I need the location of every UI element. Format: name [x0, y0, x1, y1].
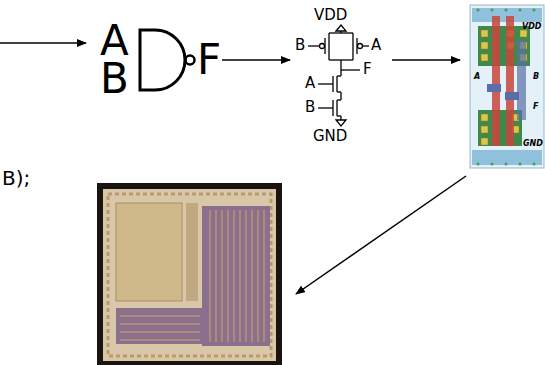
flow-arrow: [0, 42, 86, 44]
signal-name: A: [371, 38, 381, 53]
pin-name: F: [533, 103, 538, 111]
flow-arrow: [296, 176, 466, 294]
pin-name: A: [474, 73, 480, 81]
gate-output: F: [197, 39, 221, 81]
flow-arrow: [222, 59, 290, 61]
gate-input: B: [100, 58, 129, 100]
supply-name: VDD: [522, 23, 541, 31]
code-fragment: B);: [2, 168, 30, 188]
nand-gate-symbol: [140, 30, 195, 90]
supply-name: GND: [523, 140, 543, 148]
signal-name: A: [305, 76, 315, 91]
supply-name: GND: [313, 129, 347, 144]
transistor-schematic: [308, 25, 369, 126]
supply-name: VDD: [314, 8, 347, 23]
chip-photo: [97, 183, 282, 365]
pin-name: B: [533, 73, 539, 81]
flow-arrow: [392, 59, 460, 61]
signal-name: B: [305, 100, 315, 115]
gate-input: A: [100, 20, 129, 62]
signal-name: F: [363, 62, 372, 77]
signal-name: B: [295, 38, 305, 53]
cell-layout: [470, 5, 544, 168]
